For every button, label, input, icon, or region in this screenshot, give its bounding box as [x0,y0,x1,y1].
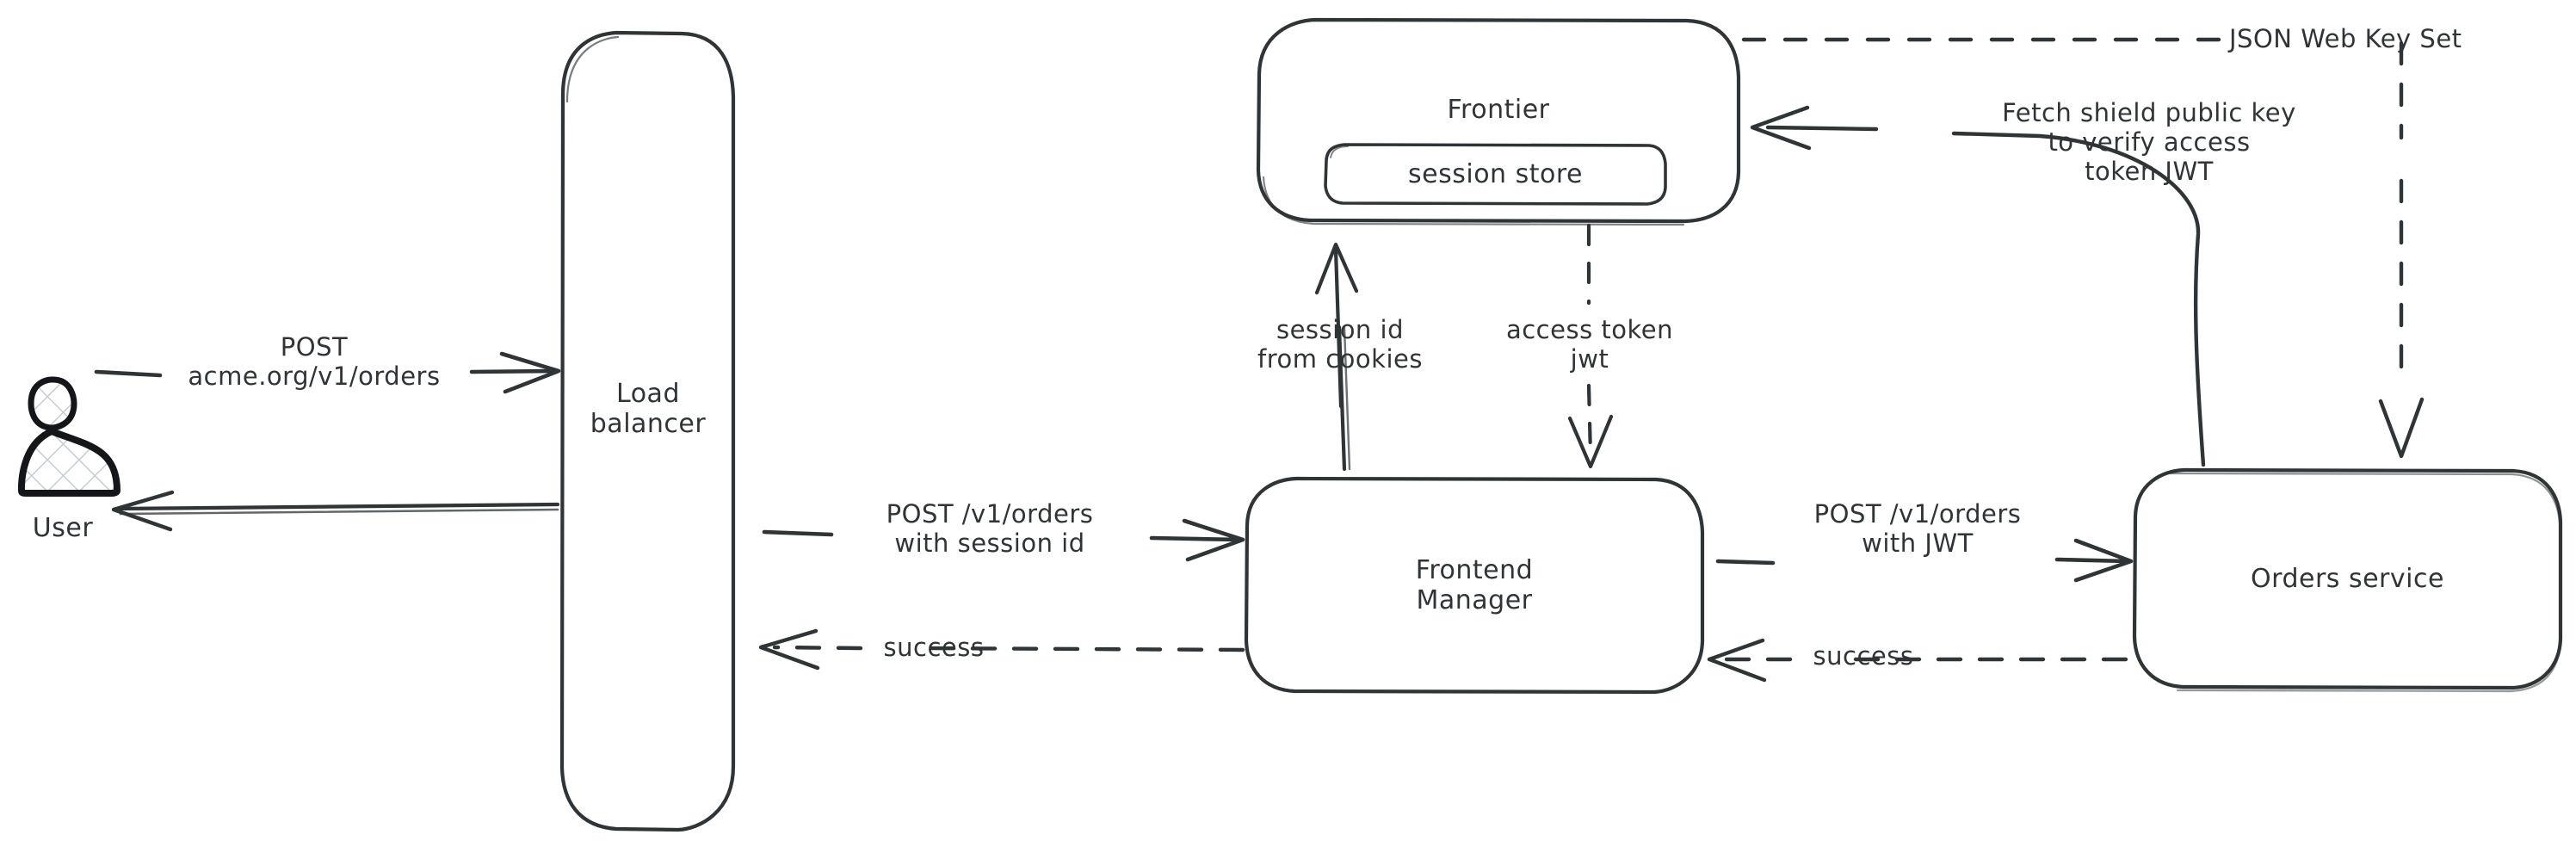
edge-load-balancer-to-user [111,490,560,532]
user-head-icon [28,376,77,431]
arrowhead-left-icon [111,490,175,532]
arrowhead-right-icon [1182,518,1245,562]
node-load-balancer[interactable] [559,30,736,832]
arrowhead-down-icon [1567,414,1614,469]
arrowhead-down-icon [2378,397,2425,459]
edge-orders-service-to-frontend-manager [1707,638,2128,683]
edge-user-to-load-balancer [94,351,561,394]
node-orders-service[interactable] [2132,467,2563,693]
arrowhead-right-icon [2073,538,2134,583]
arrowhead-left-icon [758,628,820,671]
arrowhead-left-icon [1707,638,1767,683]
arrowhead-up-icon [1314,242,1359,295]
edge-frontier-to-frontend-manager [1567,223,1614,469]
node-session-store[interactable] [1324,143,1667,206]
node-frontend-manager[interactable] [1244,476,1705,695]
edge-frontier-to-orders-service [1741,37,2425,459]
node-user[interactable] [17,376,120,497]
edge-frontend-manager-to-frontier [1314,242,1359,472]
node-frontier[interactable] [1256,17,1741,226]
edge-frontend-manager-to-orders-service [1715,538,2134,583]
user-body-icon [17,428,120,497]
arrowhead-left-icon [1750,105,1812,151]
edge-orders-service-to-frontier [1750,105,2206,467]
edge-load-balancer-to-frontend-manager [762,518,1245,562]
edge-frontend-manager-to-load-balancer [758,628,1245,671]
arrowhead-right-icon [499,351,561,394]
